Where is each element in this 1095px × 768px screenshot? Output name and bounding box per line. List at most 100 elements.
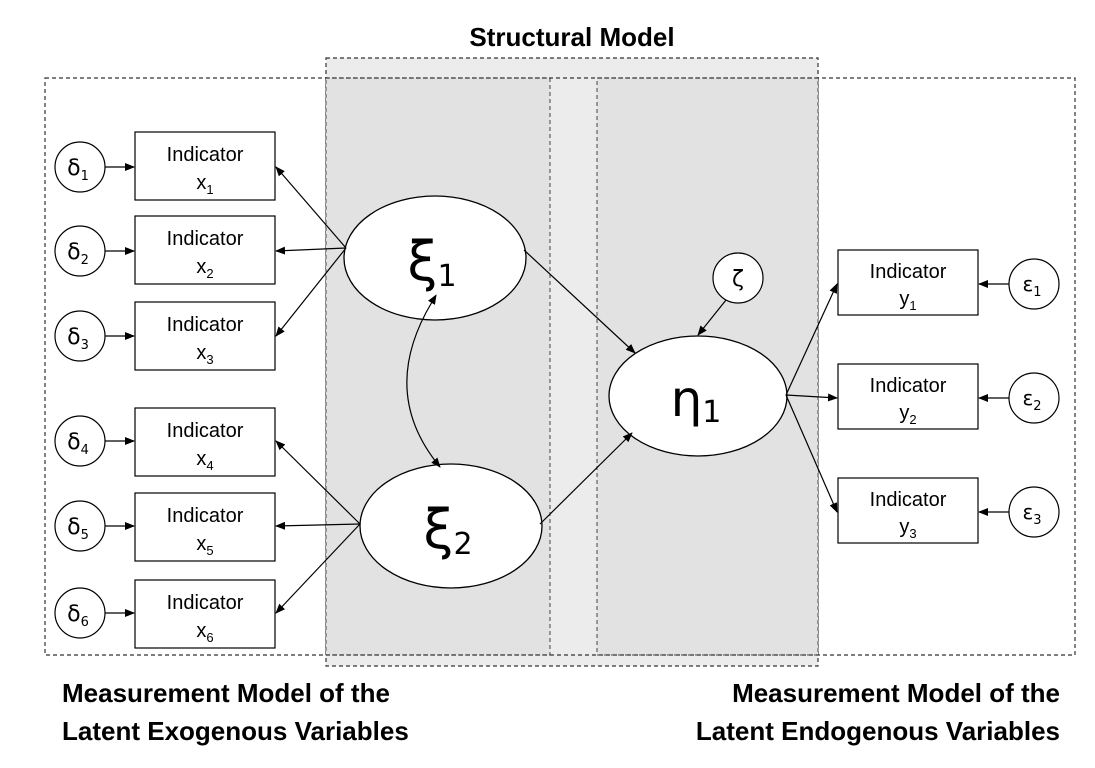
latent-symbol: ξ [423,498,453,561]
measurement-model-box [44,77,1076,656]
svg-text:ε3: ε3 [1022,500,1041,528]
indicator-var: x [196,448,206,470]
indicator-y1: Indicator y1 [837,249,979,316]
svg-text:ξ2: ξ2 [423,498,472,562]
error-epsilon-1: ε1 [1008,258,1060,310]
indicator-x5: Indicator x5 [134,492,276,562]
latent-symbol: ξ [407,230,437,293]
indicator-label: Indicator [167,314,244,336]
latent-symbol: η [671,370,703,428]
indicator-label: Indicator [167,505,244,527]
svg-text:δ4: δ4 [67,430,89,458]
svg-text:x6: x6 [196,620,213,645]
error-sub: 2 [1033,399,1041,414]
error-sub: 4 [81,443,89,458]
loading-arrows-xi2 [275,440,361,614]
svg-text:δ5: δ5 [67,515,89,543]
error-symbol: ε [1022,500,1033,524]
indicator-sub: 5 [206,543,213,558]
endogenous-title-line2: Latent Endogenous Variables [696,716,1060,746]
error-sub: 2 [81,253,89,268]
svg-text:x5: x5 [196,533,213,558]
error-symbol: ε [1022,386,1033,410]
indicator-sub: 1 [909,298,916,313]
endogenous-title-line1: Measurement Model of the [732,678,1060,708]
error-delta-5: δ5 [54,500,106,552]
svg-text:η1: η1 [671,370,722,430]
svg-text:ε2: ε2 [1022,386,1041,414]
error-epsilon-2: ε2 [1008,372,1060,424]
exogenous-title-line1: Measurement Model of the [62,678,390,708]
svg-text:y3: y3 [899,516,916,541]
svg-text:x3: x3 [196,342,213,367]
error-epsilon-3: ε3 [1008,486,1060,538]
indicator-var: x [196,533,206,555]
indicator-x1: Indicator x1 [134,131,276,201]
svg-text:δ1: δ1 [67,156,89,184]
indicator-label: Indicator [167,144,244,166]
error-sub: 1 [81,169,89,184]
svg-text:ε1: ε1 [1022,272,1041,300]
indicator-label: Indicator [167,420,244,442]
latent-xi2: ξ2 [359,463,543,589]
indicator-label: Indicator [167,592,244,614]
latent-sub: 1 [438,259,457,294]
indicator-x4: Indicator x4 [134,407,276,477]
indicator-label: Indicator [167,228,244,250]
error-delta-4: δ4 [54,415,106,467]
error-sub: 6 [81,615,89,630]
indicator-sub: 3 [909,526,916,541]
loading-arrows-eta1 [785,283,838,513]
indicator-var: x [196,620,206,642]
error-delta-3: δ3 [54,310,106,362]
error-sub: 3 [1033,513,1041,528]
error-arrows-left [105,163,135,617]
svg-text:y1: y1 [899,288,916,313]
error-symbol: δ [67,325,80,350]
disturbance-zeta: ζ [712,252,764,304]
indicator-y3: Indicator y3 [837,477,979,544]
indicator-y2: Indicator y2 [837,363,979,430]
svg-text:δ6: δ6 [67,602,89,630]
indicator-x6: Indicator x6 [134,579,276,649]
svg-text:x4: x4 [196,448,213,473]
svg-text:x1: x1 [196,172,213,197]
indicator-label: Indicator [870,375,947,397]
indicator-label: Indicator [870,489,947,511]
error-arrows-right [978,280,1009,516]
exogenous-title-line2: Latent Exogenous Variables [62,716,409,746]
latent-sub: 1 [702,395,721,430]
structural-paths [523,249,727,525]
indicator-label: Indicator [870,261,947,283]
svg-text:ξ1: ξ1 [407,230,456,294]
indicator-x3: Indicator x3 [134,301,276,371]
indicator-var: y [899,288,909,310]
indicator-var: x [196,172,206,194]
indicator-sub: 1 [206,182,213,197]
loading-arrows-xi1 [275,166,347,337]
indicator-var: x [196,256,206,278]
latent-eta1: η1 [608,335,788,457]
latent-xi1: ξ1 [343,195,527,321]
covariance-arrow [406,294,441,468]
svg-text:x2: x2 [196,256,213,281]
error-symbol: δ [67,515,80,540]
latent-sub: 2 [454,527,473,562]
indicator-sub: 4 [206,458,213,473]
error-symbol: δ [67,602,80,627]
error-symbol: δ [67,156,80,181]
error-delta-1: δ1 [54,141,106,193]
error-sub: 5 [81,528,89,543]
indicator-x2: Indicator x2 [134,215,276,285]
svg-text:y2: y2 [899,402,916,427]
indicator-var: y [899,516,909,538]
indicator-sub: 2 [909,412,916,427]
error-symbol: δ [67,240,80,265]
indicator-sub: 2 [206,266,213,281]
error-symbol: δ [67,430,80,455]
indicator-var: x [196,342,206,364]
zeta-symbol: ζ [732,267,744,292]
error-delta-6: δ6 [54,587,106,639]
error-sub: 3 [81,338,89,353]
